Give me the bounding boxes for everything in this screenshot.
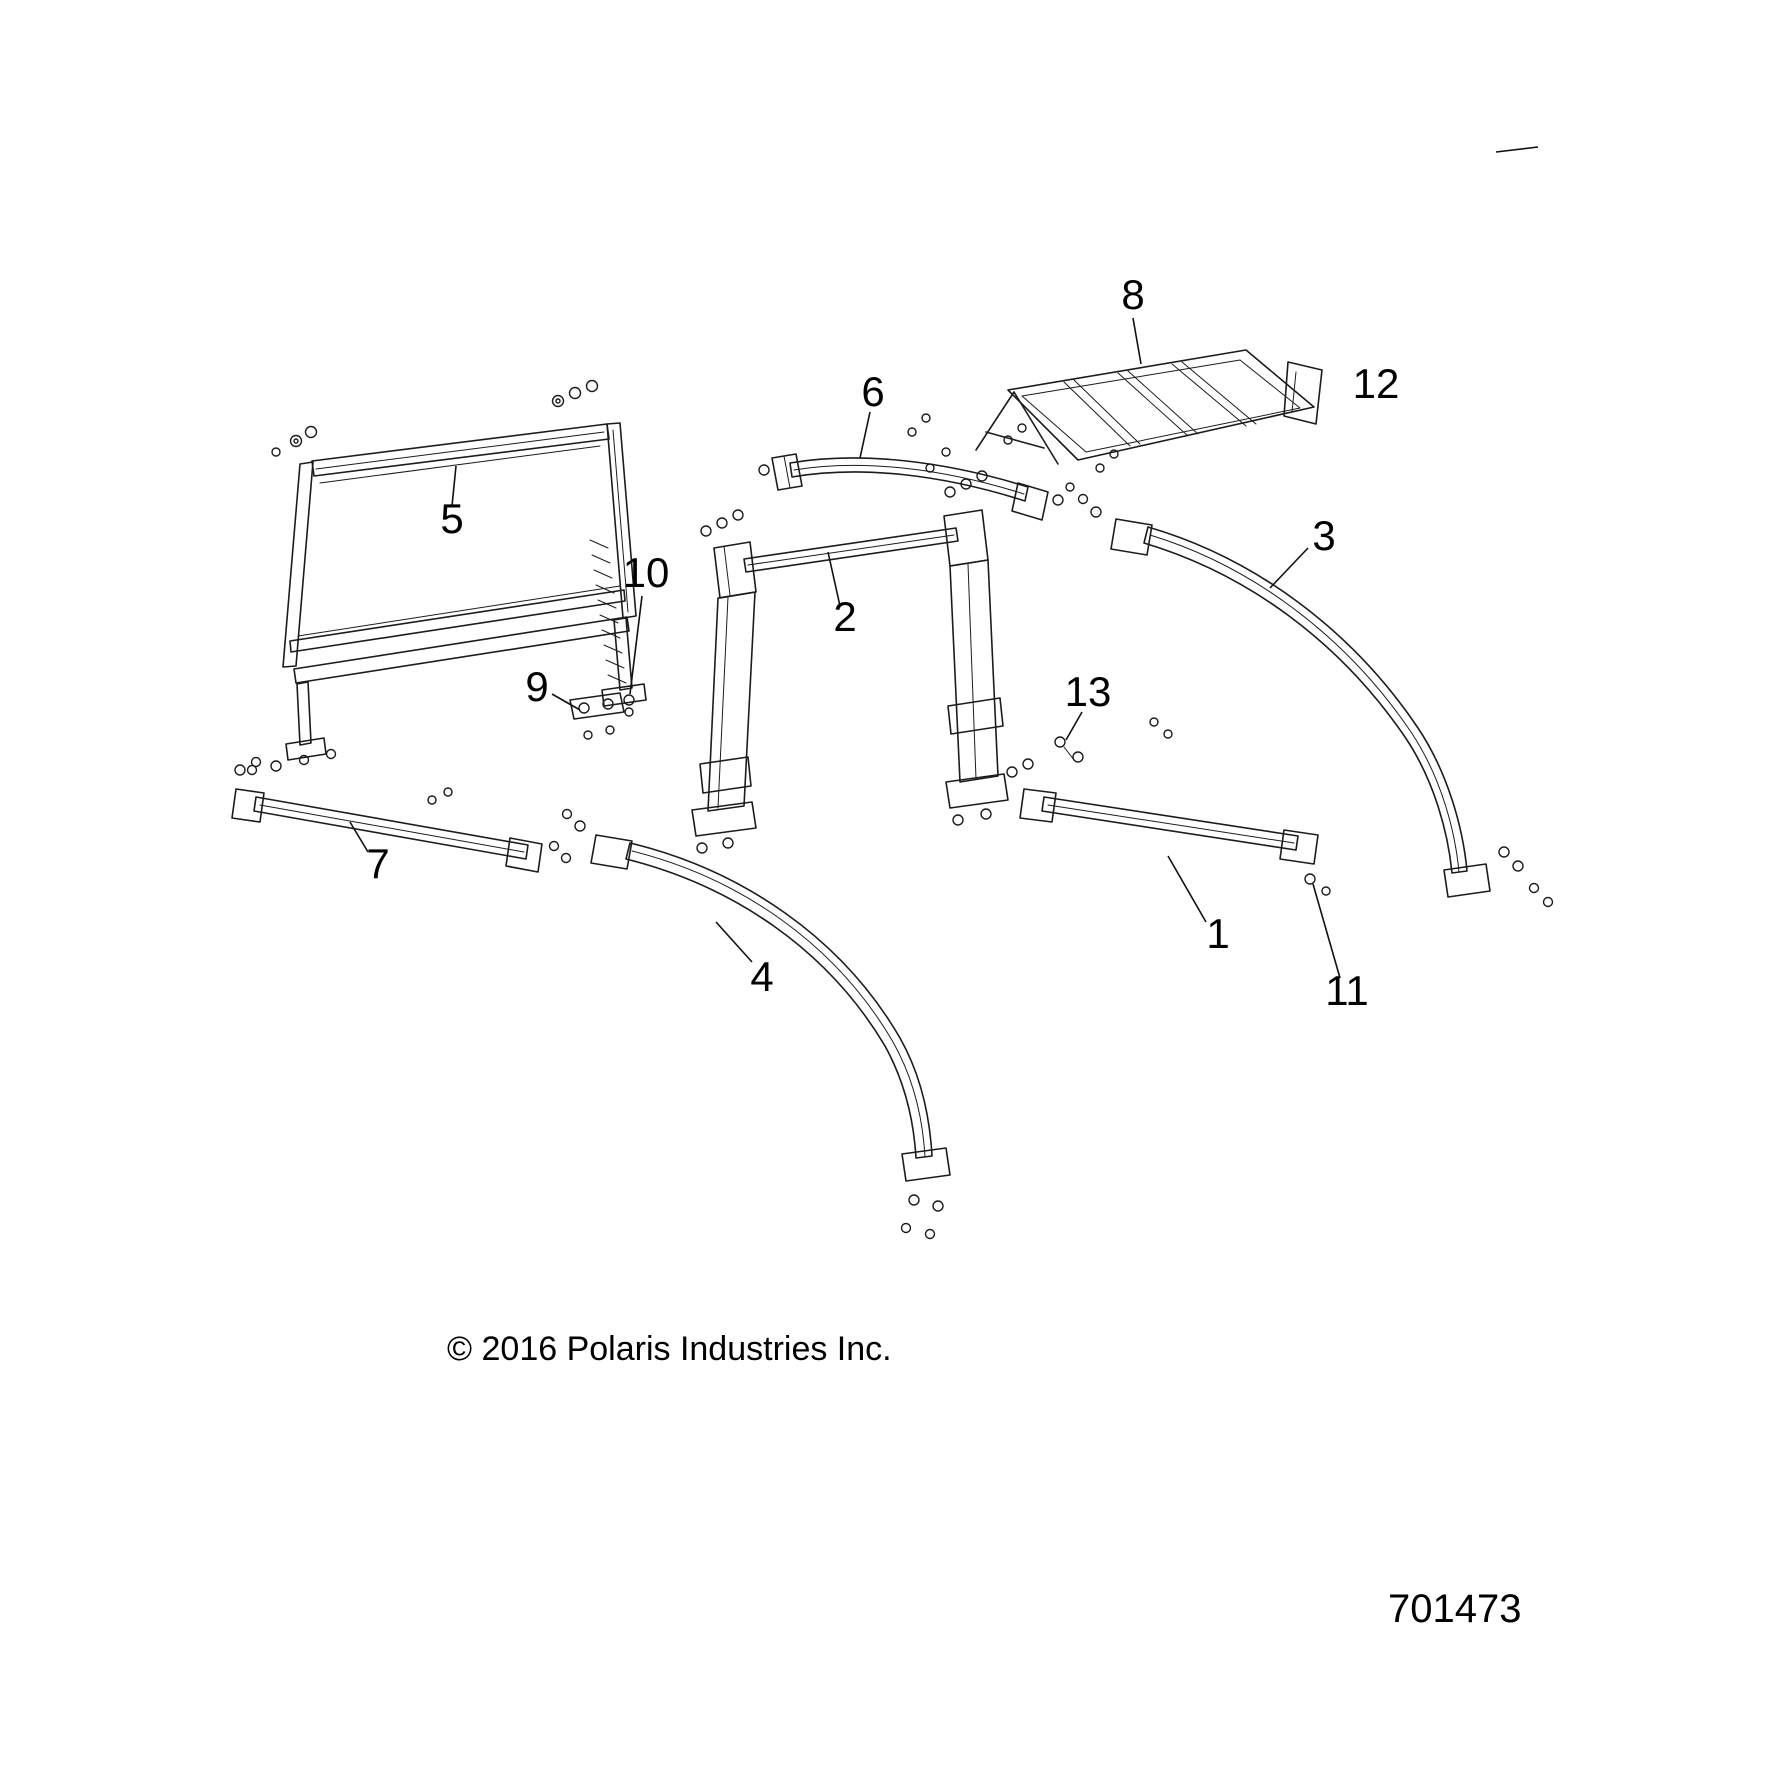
- callout-13: 13: [1065, 668, 1112, 715]
- fastener-group: [561, 808, 944, 1240]
- leader-4: [715, 921, 753, 963]
- callout-1: 1: [1206, 910, 1229, 957]
- leader-11: [1312, 883, 1341, 979]
- callout-9: 9: [525, 663, 548, 710]
- corner-tick: [1495, 146, 1539, 153]
- leader-7: [349, 821, 369, 853]
- leader-9: [551, 693, 581, 711]
- roof-front-support: [975, 391, 1059, 465]
- leader-10: [629, 595, 643, 695]
- leader-lines: [349, 317, 1341, 979]
- leader-3: [1269, 547, 1309, 589]
- part-1-lower-right-bar: [1006, 758, 1331, 896]
- fastener-group: [1077, 493, 1554, 908]
- leader-5: [451, 465, 457, 507]
- leader-1: [1167, 855, 1207, 923]
- leader-8: [1132, 317, 1142, 365]
- callout-2: 2: [833, 593, 856, 640]
- callout-labels: 1 2 3 4 5 6 7 8 9 10 11 12 13: [366, 271, 1399, 1014]
- part-4-left-a-pillar: [561, 808, 951, 1240]
- callout-8: 8: [1121, 271, 1144, 318]
- leader-6: [859, 411, 871, 459]
- fastener-group: [246, 379, 599, 776]
- callout-12: 12: [1353, 360, 1400, 407]
- part-7-lower-left-bar: [231, 756, 572, 873]
- callout-3: 3: [1312, 512, 1335, 559]
- callout-10: 10: [623, 549, 670, 596]
- leader-13: [1065, 711, 1083, 741]
- fastener-group: [234, 756, 572, 864]
- fastener-group: [696, 423, 1027, 854]
- fastener-group: [578, 698, 615, 740]
- fastener-group: [907, 413, 1119, 473]
- part-10-fastener: [623, 694, 635, 717]
- callout-4: 4: [750, 953, 773, 1000]
- part-6-upper-side-rail: [758, 453, 1075, 521]
- roof-right-bracket: [1283, 361, 1323, 425]
- callout-7: 7: [366, 840, 389, 887]
- leader-2: [827, 551, 841, 607]
- part-3-right-a-pillar: [1077, 493, 1554, 908]
- callout-6: 6: [861, 368, 884, 415]
- fastener-group: [758, 464, 1075, 506]
- part-front-crossbar-assembly: [691, 423, 1027, 854]
- part-8-roof-panel: [907, 349, 1323, 473]
- part-13-fasteners: [1054, 717, 1173, 763]
- callout-11: 11: [1325, 967, 1369, 1014]
- seal-hatch: [589, 539, 627, 684]
- fastener-group: [1006, 758, 1331, 896]
- part-9-bracket: [569, 692, 625, 740]
- callout-5: 5: [440, 495, 463, 542]
- part-rear-cab-frame: [246, 379, 647, 776]
- copyright-notice: © 2016 Polaris Industries Inc.: [447, 1330, 892, 1368]
- figure-number: 701473: [1388, 1587, 1521, 1631]
